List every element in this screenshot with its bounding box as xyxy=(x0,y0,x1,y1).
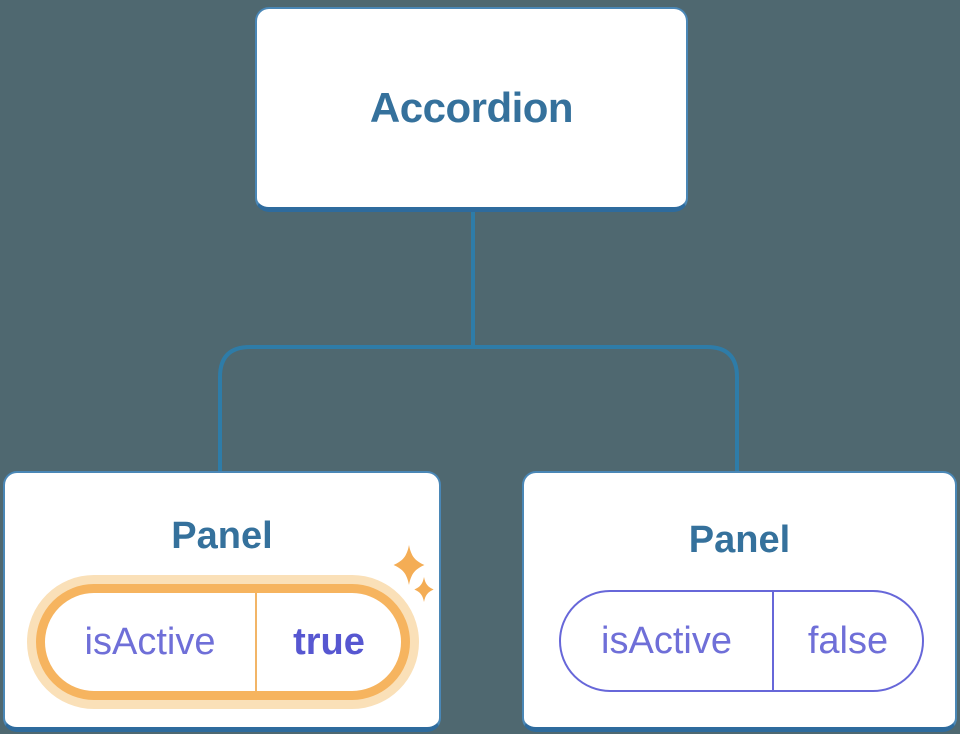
prop-value: false xyxy=(807,619,889,662)
pill-divider xyxy=(772,592,774,690)
prop-pill-active: isActive true xyxy=(36,584,410,700)
prop-pill-inactive: isActive false xyxy=(559,590,924,692)
prop-name: isActive xyxy=(601,619,732,662)
accordion-node: Accordion xyxy=(255,7,688,212)
prop-name: isActive xyxy=(84,620,216,663)
prop-value: true xyxy=(293,620,365,663)
connector-branches xyxy=(218,345,739,474)
panel-node-active: Panel isActive true xyxy=(3,471,441,732)
sparkles-icon xyxy=(413,577,435,602)
pill-divider xyxy=(255,593,257,691)
sparkles-icon xyxy=(392,545,426,585)
accordion-node-label: Accordion xyxy=(369,84,574,131)
panel-title: Panel xyxy=(171,515,273,557)
panel-title: Panel xyxy=(688,519,791,561)
panel-node-inactive: Panel isActive false xyxy=(522,471,957,732)
